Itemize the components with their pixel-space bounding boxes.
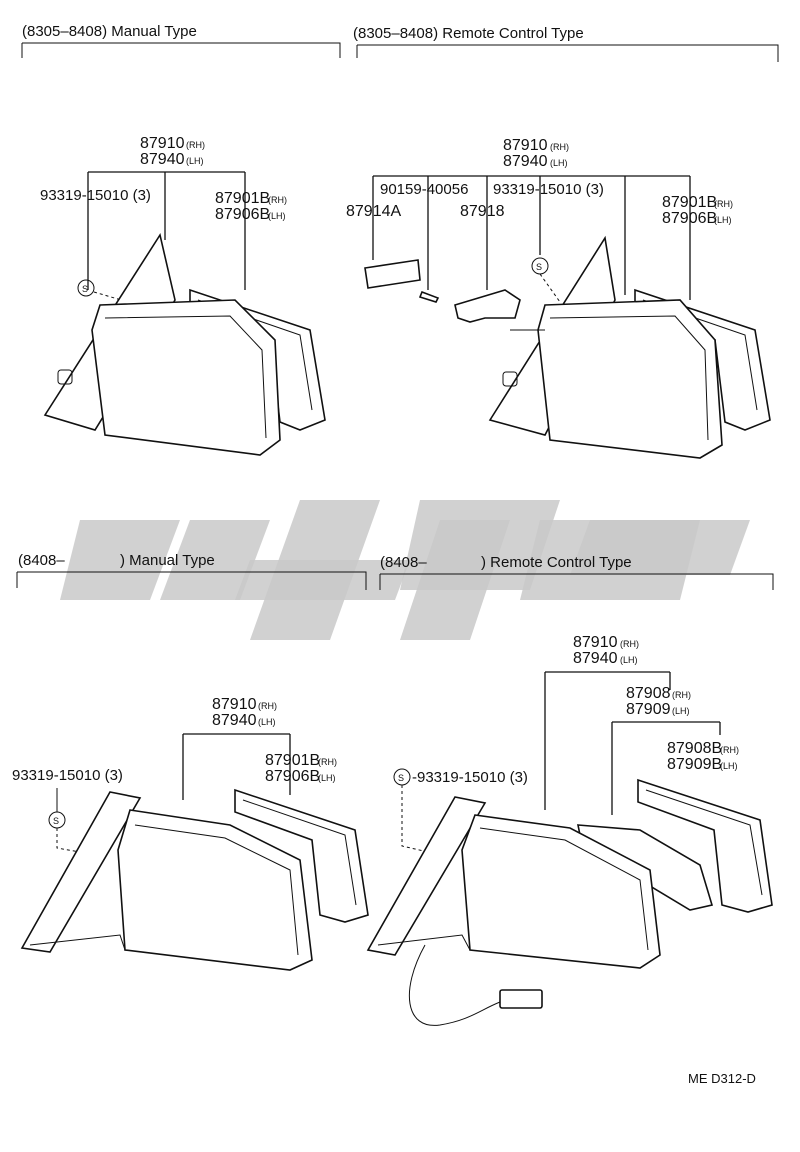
svg-text:(LH): (LH) — [720, 761, 738, 771]
label-mirror-assy: 87910 (RH) 87940 (LH) — [140, 135, 205, 168]
svg-text:87901B: 87901B — [662, 194, 717, 211]
svg-text:87901B: 87901B — [265, 752, 320, 769]
mirror-drawing — [20, 788, 369, 971]
leader-assy — [87, 171, 246, 290]
label-mirror-assy: 87910 (RH) 87940 (LH) — [212, 696, 277, 729]
svg-text:(RH): (RH) — [186, 140, 205, 150]
svg-text:(LH): (LH) — [620, 655, 638, 665]
svg-text:87940: 87940 — [140, 151, 185, 168]
label-mirror-glass: 87901B (RH) 87906B (LH) — [215, 190, 287, 223]
section-manual-early: (8305–8408) Manual Type 87910 (RH) 87940… — [21, 23, 341, 456]
svg-text:87906B: 87906B — [265, 768, 320, 785]
section-manual-late: (8408– ) Manual Type 87910 (RH) 87940 (L… — [12, 552, 369, 971]
svg-text:(RH): (RH) — [550, 142, 569, 152]
label-motor: 87908 (RH) 87909 (LH) — [626, 685, 691, 718]
mirror-drawing — [488, 235, 771, 459]
svg-text:(LH): (LH) — [714, 215, 732, 225]
svg-text:(RH): (RH) — [318, 757, 337, 767]
label-screw: 93319-15010 (3) — [12, 767, 123, 784]
svg-text:87906B: 87906B — [662, 210, 717, 227]
section-bracket — [379, 573, 774, 590]
connector-plug — [499, 989, 543, 1009]
section-title-end: ) Remote Control Type — [481, 554, 632, 571]
label-mirror-glass: 87901B (RH) 87906B (LH) — [662, 194, 733, 227]
section-remote-early: (8305–8408) Remote Control Type 87910 (R… — [346, 25, 779, 459]
knob-part — [364, 259, 421, 289]
section-bracket — [356, 44, 779, 62]
mirror-drawing — [43, 232, 326, 456]
svg-text:87908: 87908 — [626, 685, 671, 702]
watermark-logo — [60, 500, 750, 640]
label-knob: 87914A — [346, 203, 401, 220]
section-remote-late: (8408– ) Remote Control Type 87910 (RH) … — [366, 554, 774, 1026]
svg-text:S: S — [398, 773, 404, 783]
svg-text:(LH): (LH) — [258, 717, 276, 727]
lever-part — [454, 289, 521, 323]
label-mirror-glass: 87908B (RH) 87909B (LH) — [667, 740, 739, 773]
svg-text:87910: 87910 — [503, 137, 548, 154]
label-mirror-assy: 87910 (RH) 87940 (LH) — [573, 634, 639, 667]
svg-text:(RH): (RH) — [720, 745, 739, 755]
section-bracket — [21, 42, 341, 58]
svg-text:S: S — [82, 284, 88, 294]
svg-text:87940: 87940 — [212, 712, 257, 729]
screw-symbol-icon — [77, 279, 95, 297]
svg-text:(RH): (RH) — [268, 195, 287, 205]
wire-harness — [408, 944, 501, 1026]
svg-text:87910: 87910 — [212, 696, 257, 713]
svg-text:87940: 87940 — [503, 153, 548, 170]
leader-assy — [544, 671, 671, 810]
label-mirror-assy: 87910 (RH) 87940 (LH) — [503, 137, 569, 170]
leader-assy — [182, 733, 291, 800]
label-screw: -93319-15010 (3) — [412, 769, 528, 786]
section-title-start: (8408– — [380, 554, 427, 571]
svg-text:87909B: 87909B — [667, 756, 722, 773]
label-lever: 87918 — [460, 203, 505, 220]
leader-assy — [372, 175, 691, 300]
section-title: (8305–8408) Remote Control Type — [353, 25, 584, 42]
svg-text:(LH): (LH) — [550, 158, 568, 168]
section-title: (8305–8408) Manual Type — [22, 23, 197, 40]
diagram-code: ME D312-D — [688, 1071, 756, 1086]
svg-text:(LH): (LH) — [672, 706, 690, 716]
svg-text:S: S — [53, 816, 59, 826]
section-title-end: ) Manual Type — [120, 552, 215, 569]
label-bolt: 90159-40056 — [380, 181, 468, 198]
svg-text:87910: 87910 — [140, 135, 185, 152]
svg-text:S: S — [536, 262, 542, 272]
section-bracket — [16, 571, 367, 590]
svg-text:87906B: 87906B — [215, 206, 270, 223]
svg-text:(RH): (RH) — [672, 690, 691, 700]
leader-motor — [611, 721, 721, 815]
svg-text:(RH): (RH) — [258, 701, 277, 711]
bolt-part — [418, 290, 440, 303]
svg-text:87908B: 87908B — [667, 740, 722, 757]
svg-text:(RH): (RH) — [620, 639, 639, 649]
label-mirror-glass: 87901B (RH) 87906B (LH) — [265, 752, 337, 785]
svg-text:(RH): (RH) — [714, 199, 733, 209]
svg-text:(LH): (LH) — [318, 773, 336, 783]
label-screw: 93319-15010 (3) — [40, 187, 151, 204]
mirror-drawing — [366, 778, 773, 1026]
svg-text:87909: 87909 — [626, 701, 671, 718]
svg-text:(LH): (LH) — [186, 156, 204, 166]
svg-text:87901B: 87901B — [215, 190, 270, 207]
svg-text:(LH): (LH) — [268, 211, 286, 221]
label-screw: 93319-15010 (3) — [493, 181, 604, 198]
svg-text:87910: 87910 — [573, 634, 618, 651]
section-title-start: (8408– — [18, 552, 65, 569]
svg-text:87940: 87940 — [573, 650, 618, 667]
